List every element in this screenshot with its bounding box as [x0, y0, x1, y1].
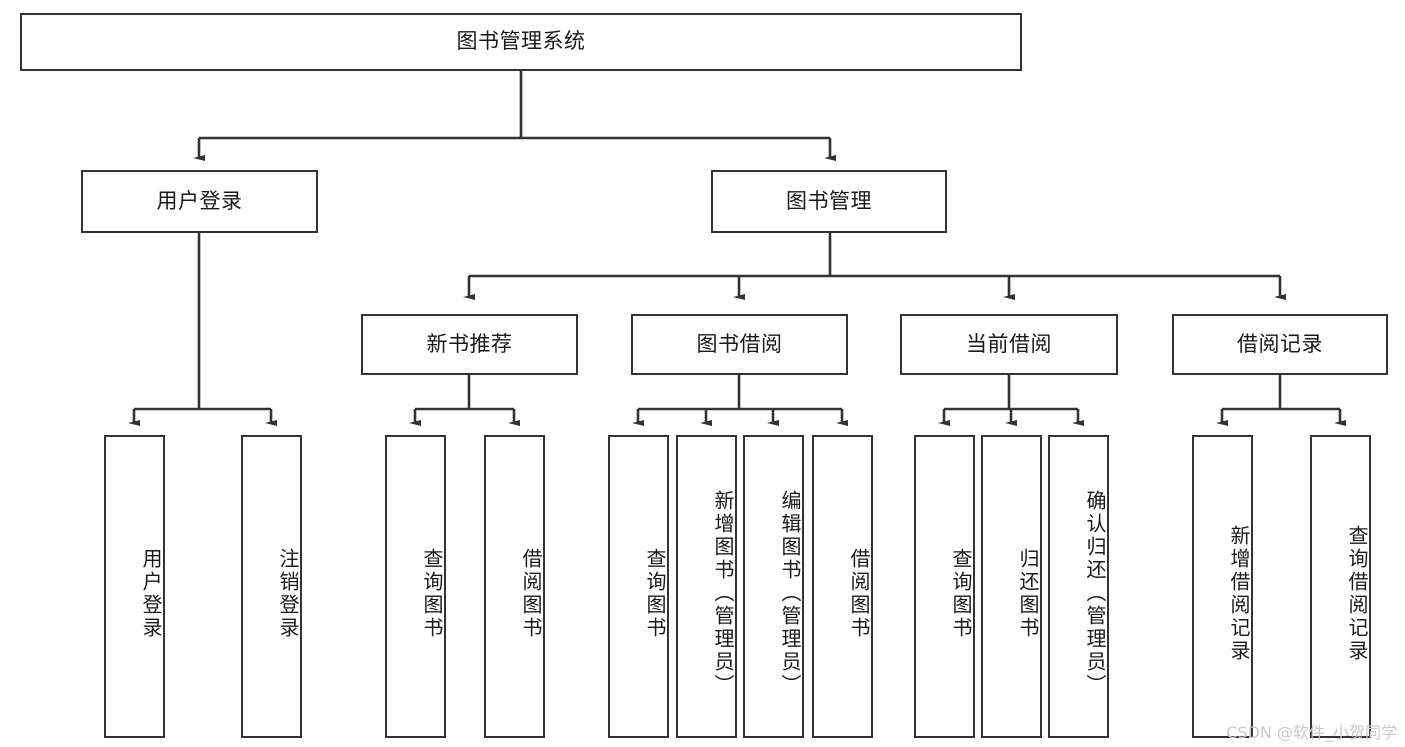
leaf-search-books-borrow-label: 查询图书 [643, 547, 667, 640]
node-user-login[interactable]: 用户登录 [81, 170, 318, 233]
node-new-book-recommend-label: 新书推荐 [426, 331, 513, 356]
connector-group-book-manage [463, 233, 1286, 300]
connector-group-current-borrow [938, 375, 1084, 426]
leaf-logout[interactable]: 注销登录 [241, 435, 302, 738]
leaf-edit-book-admin[interactable]: 编辑图书（管理员） [743, 435, 804, 738]
node-book-borrow-label: 图书借阅 [696, 331, 783, 356]
connector-group-user-login [128, 233, 277, 426]
leaf-add-book-admin-label: 新增图书（管理员） [711, 490, 735, 697]
leaf-edit-book-admin-label: 编辑图书（管理员） [778, 490, 802, 697]
watermark-text: CSDN @软件_小贺同学 [1226, 723, 1397, 742]
connector-group-root [193, 71, 836, 161]
node-book-management-label: 图书管理 [786, 188, 872, 213]
node-book-borrow[interactable]: 图书借阅 [631, 314, 848, 375]
leaf-add-borrow-record[interactable]: 新增借阅记录 [1192, 435, 1253, 738]
leaf-search-books-recommend[interactable]: 查询图书 [385, 435, 446, 738]
leaf-borrow-books-recommend-label: 借阅图书 [519, 547, 543, 640]
node-current-borrow[interactable]: 当前借阅 [900, 314, 1118, 375]
leaf-confirm-return-admin[interactable]: 确认归还（管理员） [1048, 435, 1109, 738]
leaf-user-login-label: 用户登录 [139, 547, 163, 640]
connector-group-records [1216, 375, 1346, 426]
leaf-borrow-books[interactable]: 借阅图书 [812, 435, 873, 738]
leaf-search-borrow-record[interactable]: 查询借阅记录 [1310, 435, 1371, 738]
leaf-search-books-current-label: 查询图书 [949, 547, 973, 640]
leaf-add-borrow-record-label: 新增借阅记录 [1227, 524, 1251, 663]
node-root-label: 图书管理系统 [456, 29, 586, 54]
node-book-management[interactable]: 图书管理 [711, 170, 947, 233]
leaf-confirm-return-admin-label: 确认归还（管理员） [1083, 490, 1107, 697]
leaf-logout-label: 注销登录 [276, 547, 300, 640]
connector-group-new-book [409, 375, 520, 426]
connector-group-borrow [632, 375, 848, 426]
node-new-book-recommend[interactable]: 新书推荐 [361, 314, 578, 375]
leaf-search-books-current[interactable]: 查询图书 [914, 435, 975, 738]
leaf-search-borrow-record-label: 查询借阅记录 [1345, 524, 1369, 663]
leaf-search-books-borrow[interactable]: 查询图书 [608, 435, 669, 738]
leaf-add-book-admin[interactable]: 新增图书（管理员） [676, 435, 737, 738]
node-current-borrow-label: 当前借阅 [966, 331, 1052, 356]
leaf-search-books-recommend-label: 查询图书 [420, 547, 444, 640]
leaf-borrow-books-label: 借阅图书 [847, 547, 871, 640]
node-borrow-records-label: 借阅记录 [1237, 331, 1323, 356]
leaf-user-login[interactable]: 用户登录 [104, 435, 165, 738]
leaf-return-books[interactable]: 归还图书 [981, 435, 1042, 738]
node-root[interactable]: 图书管理系统 [20, 13, 1022, 71]
leaf-return-books-label: 归还图书 [1016, 547, 1040, 640]
node-borrow-records[interactable]: 借阅记录 [1172, 314, 1388, 375]
leaf-borrow-books-recommend[interactable]: 借阅图书 [484, 435, 545, 738]
node-user-login-label: 用户登录 [156, 188, 243, 213]
